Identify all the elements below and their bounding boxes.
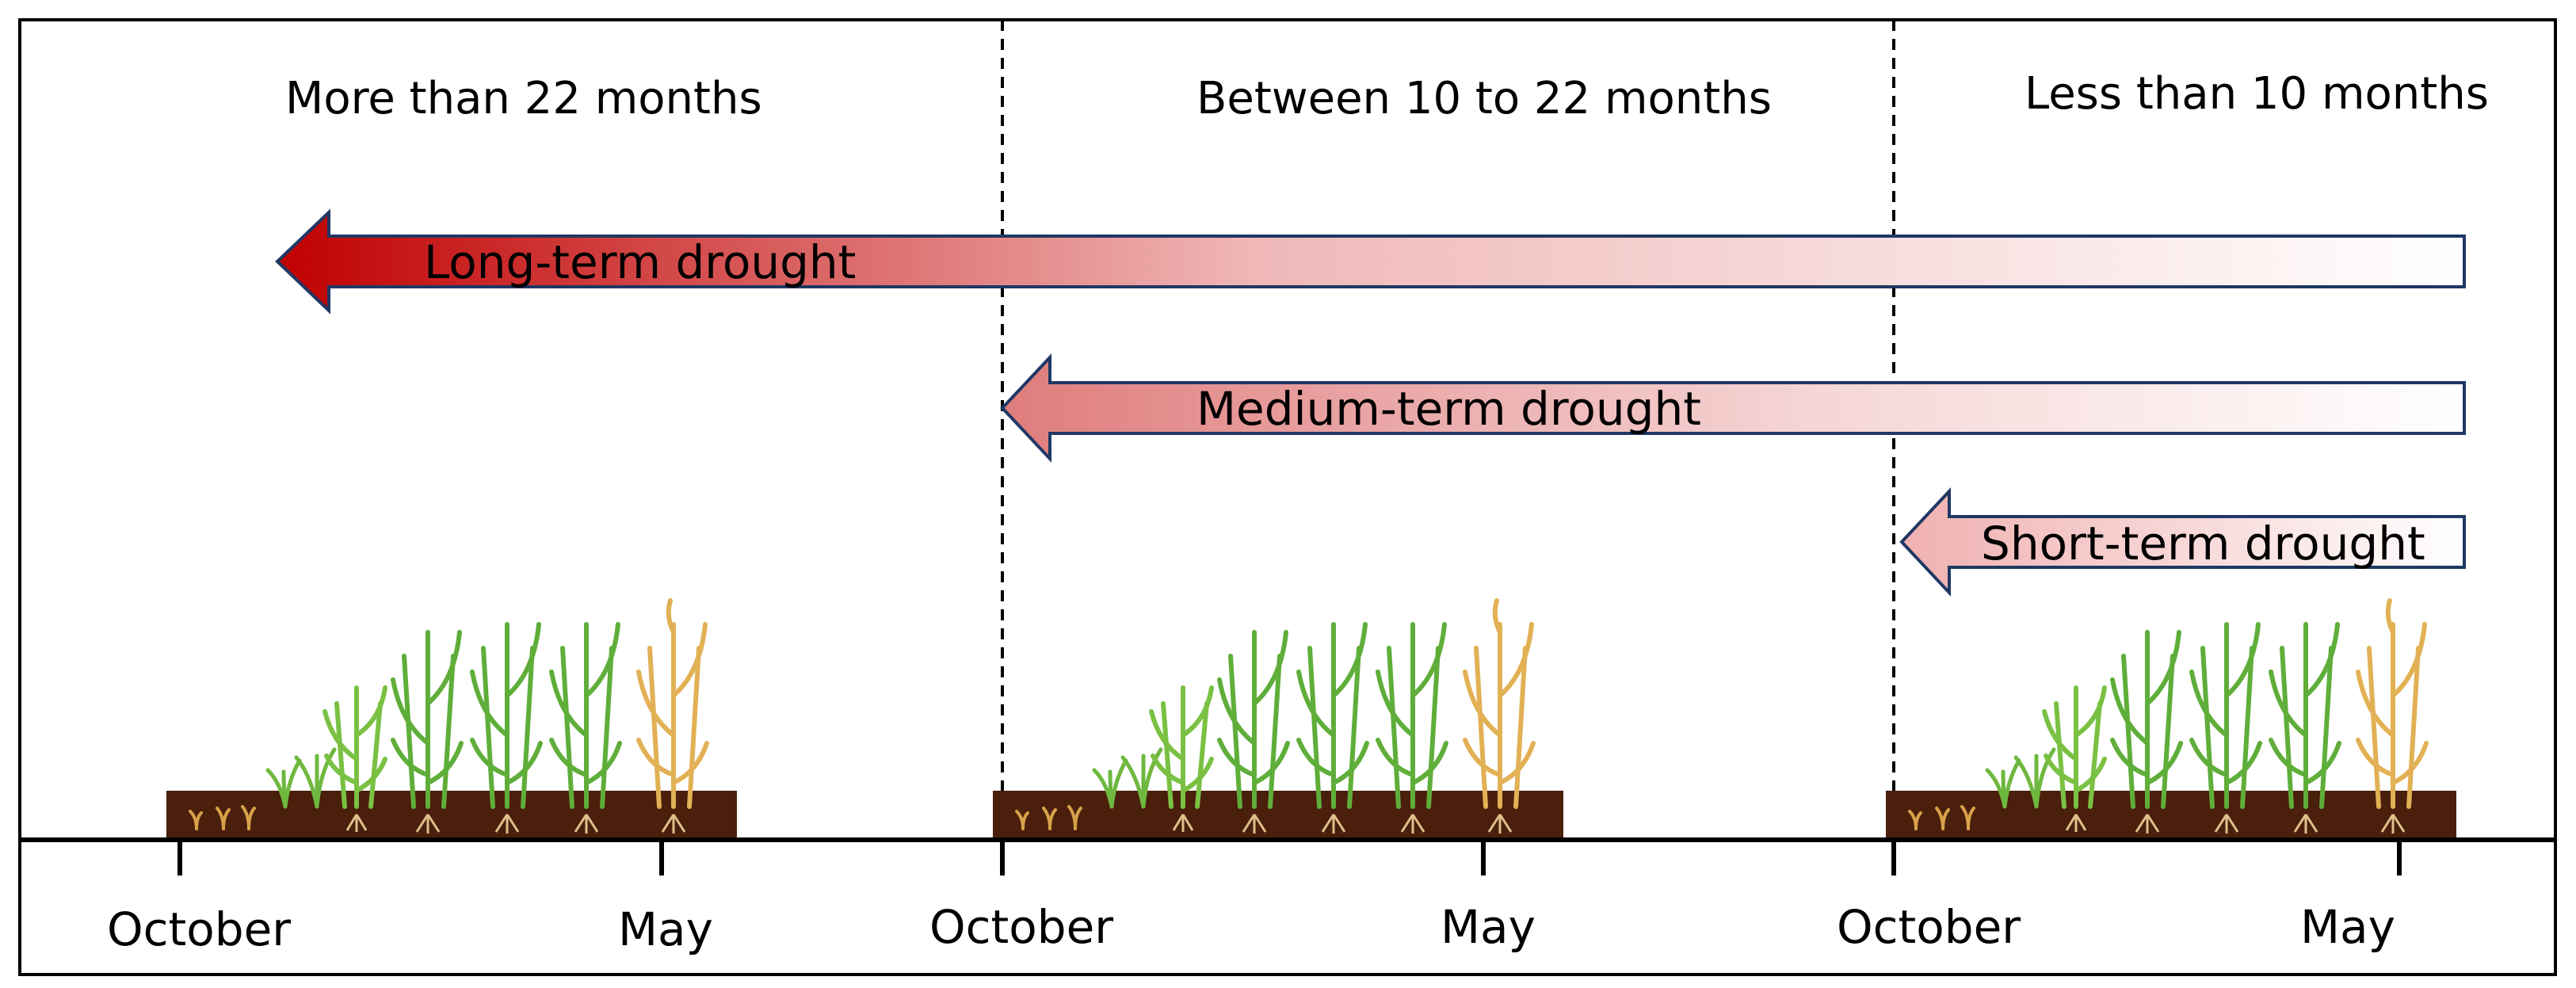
medium-term-drought-arrow: Medium-term drought <box>1000 353 2466 463</box>
tick-label-october-1: October <box>107 902 291 956</box>
long-term-drought-arrow: Long-term drought <box>275 208 2466 315</box>
tick-label-may-2: May <box>1441 900 1536 954</box>
tick-label-october-2: October <box>929 900 1113 954</box>
tick-label-may-1: May <box>618 902 713 956</box>
timeline-ticks <box>177 840 2402 875</box>
long-term-drought-label: Long-term drought <box>424 235 856 289</box>
medium-term-drought-label: Medium-term drought <box>1196 382 1701 436</box>
tick-label-may-3: May <box>2300 900 2395 954</box>
period-label-medium: Between 10 to 22 months <box>1196 73 1772 124</box>
short-term-drought-arrow: Short-term drought <box>1899 486 2466 597</box>
period-label-long: More than 22 months <box>285 73 762 124</box>
short-term-drought-label: Short-term drought <box>1981 517 2425 570</box>
period-label-short: Less than 10 months <box>2025 68 2489 120</box>
tick-label-october-3: October <box>1837 900 2021 954</box>
